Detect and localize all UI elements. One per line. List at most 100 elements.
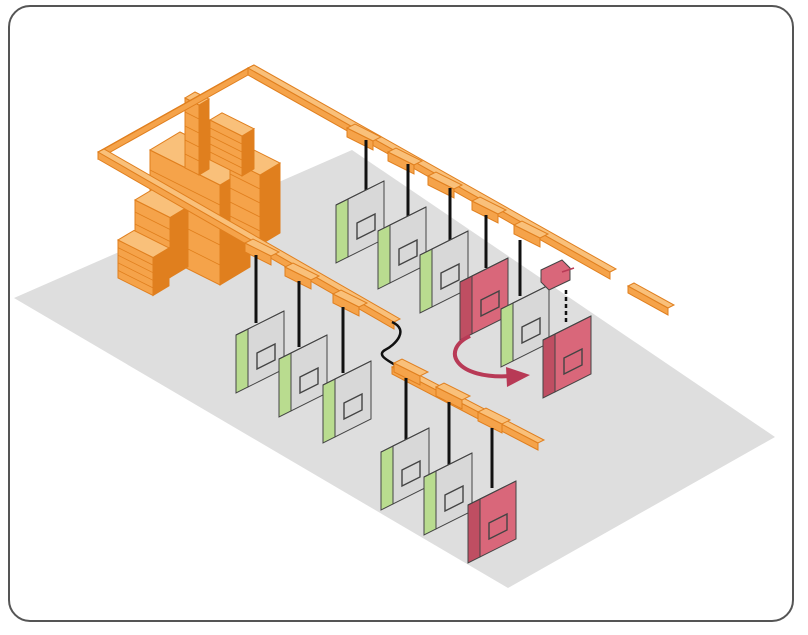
junction-box-6: [243, 238, 281, 266]
rack-back-3-panel: [440, 262, 460, 291]
rack-front-3-panel: [343, 392, 363, 421]
junction-box-3-top: [426, 171, 464, 190]
rack-right-1-panel: [401, 459, 421, 488]
junction-box-4-top: [470, 196, 508, 215]
rack-alert-destination-panel: [563, 347, 583, 376]
alert-module-pointer: [561, 267, 575, 273]
junction-box-2-top: [386, 147, 424, 166]
rack-alert-destination-top: [542, 315, 592, 341]
rack-alert-back-panel: [480, 289, 500, 318]
junction-box-9-top: [392, 358, 430, 377]
alert-module-icon: [540, 259, 575, 291]
trunk-link-cable: [380, 320, 402, 369]
cable-trunking: [96, 64, 676, 451]
rack-right-1: [380, 427, 430, 511]
rack-back-2-panel: [398, 238, 418, 267]
junction-box-10-top: [434, 382, 472, 401]
rack-front-1-side: [235, 328, 249, 394]
core-cabinet-small-slot: [117, 247, 154, 266]
rack-front-2: [278, 334, 328, 418]
core-cabinet-small-slot: [117, 270, 154, 289]
junction-box-6-top: [243, 238, 281, 257]
move-arrow-curve: [452, 334, 513, 379]
core-riser-a-slot: [184, 139, 200, 148]
rack-back-2-top: [377, 206, 427, 232]
rack-front-3-side: [322, 378, 336, 444]
core-cabinet-small: [116, 229, 171, 297]
core-riser-a-side: [198, 98, 210, 176]
rack-right-1-side: [380, 445, 394, 511]
junction-box-8-top: [331, 289, 369, 308]
rack-back-4: [500, 284, 550, 368]
rack-alert-front-top: [467, 480, 517, 506]
rack-back-1-panel: [356, 212, 376, 241]
junction-box-10: [434, 382, 472, 410]
junction-box-alert: [476, 407, 512, 434]
rack-alert-destination-side: [542, 333, 556, 399]
core-riser-b-slot: [209, 127, 243, 145]
rack-back-1-top: [335, 180, 385, 206]
rack-right-2-top: [423, 452, 473, 478]
rack-back-3-top: [419, 230, 469, 256]
core-cabinet-left-slot: [134, 211, 171, 230]
core-cabinet-left-slot: [134, 223, 171, 242]
junction-box-7-top: [283, 262, 321, 281]
core-riser-b-top: [208, 112, 256, 137]
rack-front-1: [235, 310, 285, 394]
rack-alert-front-panel: [488, 512, 508, 541]
core-switch-cluster-icon: [116, 91, 282, 297]
junction-box-9: [392, 358, 430, 386]
rack-alert-front: [467, 480, 517, 564]
trunk-stub: [626, 282, 676, 316]
rack-back-2-side: [377, 224, 391, 290]
rack-front-1-top: [235, 310, 285, 336]
rack-alert-destination: [542, 315, 592, 399]
rack-front-2-top: [278, 334, 328, 360]
rack-front-3: [322, 360, 372, 444]
rack-front-1-panel: [256, 342, 276, 371]
core-cabinet-right-slot: [229, 215, 261, 232]
rack-front-2-panel: [299, 366, 319, 395]
rack-alert-back: [459, 257, 509, 341]
rack-back-2: [377, 206, 427, 290]
core-cabinet-right: [228, 147, 282, 246]
core-cabinet-small-slot: [117, 254, 154, 274]
junction-box-5: [512, 220, 550, 248]
core-cabinet-main-slot: [149, 169, 221, 206]
core-cabinet-right-slot: [229, 173, 261, 190]
core-riser-a-slot: [184, 125, 200, 134]
rack-back-1: [335, 180, 385, 264]
junction-box-alert-top: [476, 407, 512, 425]
rack-alert-back-top: [459, 257, 509, 283]
core-cabinet-right-slot: [229, 187, 261, 204]
drop-cables: [254, 140, 522, 488]
junction-box-7: [283, 262, 321, 290]
junction-box-8: [331, 289, 369, 317]
core-riser-b-side: [241, 127, 255, 177]
core-cabinet-right-slot: [229, 201, 261, 218]
rack-back-4-panel: [521, 316, 541, 345]
rack-alert-back-side: [459, 275, 473, 341]
rack-back-3: [419, 230, 469, 314]
move-arrow-icon: [452, 334, 530, 387]
rack-right-2: [423, 452, 473, 536]
rack-back-3-side: [419, 248, 433, 314]
rack-right-2-panel: [444, 484, 464, 513]
racks: [235, 180, 592, 564]
core-riser-a-slot: [184, 153, 200, 162]
rack-front-3-top: [322, 360, 372, 386]
junction-box-3: [426, 171, 464, 199]
rack-back-1-side: [335, 198, 349, 264]
core-cabinet-small-top: [116, 229, 171, 259]
core-riser-b: [208, 112, 256, 177]
core-riser-a-slot: [184, 111, 200, 120]
rack-back-4-side: [500, 302, 514, 368]
core-riser-b-slot: [209, 151, 243, 169]
core-cabinet-right-side: [259, 162, 281, 246]
trunk-stub-top: [626, 282, 676, 309]
core-riser-b-slot: [209, 135, 243, 153]
rack-right-1-top: [380, 427, 430, 453]
junction-box-4: [470, 196, 508, 224]
rack-right-2-side: [423, 470, 437, 536]
